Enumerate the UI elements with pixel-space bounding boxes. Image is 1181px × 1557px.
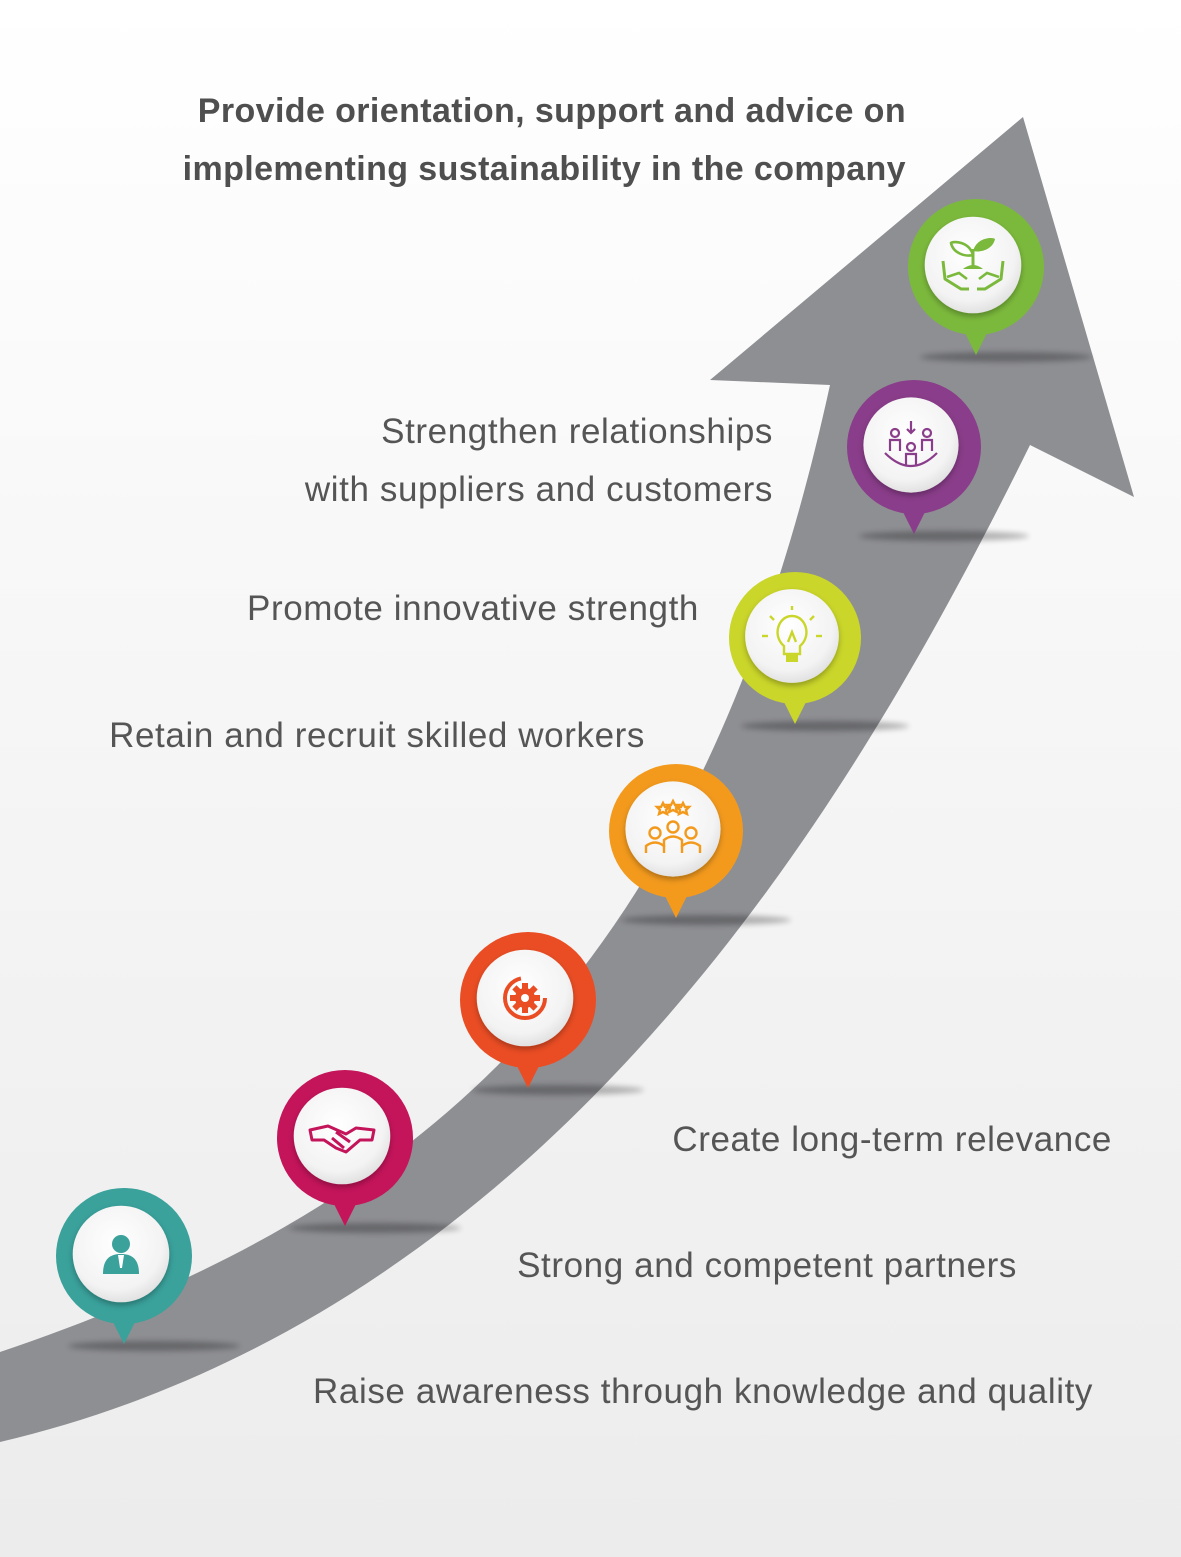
step-label-partners: Strong and competent partners [517,1246,1017,1285]
step-marker-innovation [729,572,909,731]
plant-in-hands-icon [941,238,1005,291]
lightbulb-icon [762,606,822,662]
step-marker-relevance [460,932,644,1095]
marker-disc-workers [625,781,721,877]
step-marker-awareness [56,1188,240,1351]
marker-shadow-workers [621,915,791,925]
step-marker-sustainability [908,199,1092,362]
step-label-relevance: Create long-term relevance [672,1120,1112,1159]
handshake-icon [308,1124,376,1154]
step-label-workers: Retain and recruit skilled workers [109,716,645,755]
marker-disc-relationships [863,397,959,493]
marker-shadow-awareness [68,1341,240,1351]
step-label-relationships: Strengthen relationships with suppliers … [304,412,773,509]
step-label-awareness: Raise awareness through knowledge and qu… [313,1372,1093,1411]
network-people-icon [884,421,938,467]
marker-shadow-sustainability [920,352,1092,362]
person-in-suit-icon [103,1235,139,1274]
marker-shadow-innovation [741,721,909,731]
gear-cycle-icon [503,976,547,1020]
marker-shadow-partners [289,1223,461,1233]
step-markers [56,199,1092,1351]
step-marker-relationships [847,380,1029,541]
step-marker-workers [609,764,791,925]
team-stars-icon [644,798,702,853]
marker-disc-innovation [745,589,839,683]
marker-shadow-relevance [472,1085,644,1095]
step-marker-partners [277,1070,461,1233]
step-label-sustainability: Provide orientation, support and advice … [182,92,906,188]
step-label-innovation: Promote innovative strength [247,589,699,628]
marker-shadow-relationships [859,531,1029,541]
